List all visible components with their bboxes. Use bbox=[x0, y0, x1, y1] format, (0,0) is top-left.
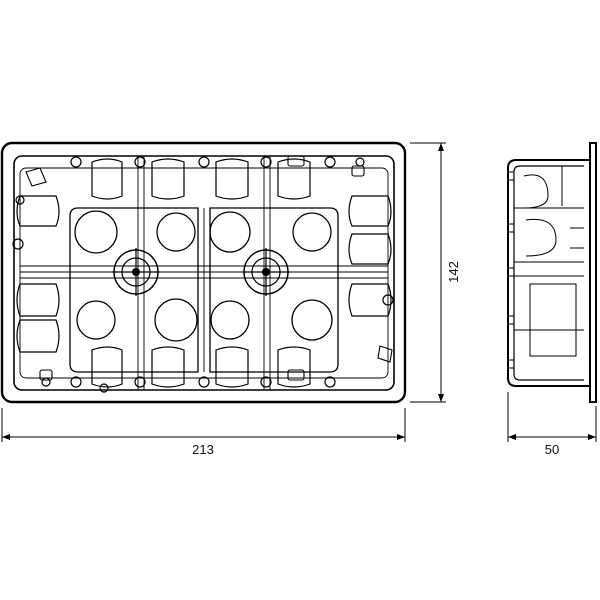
side-flange bbox=[589, 142, 597, 403]
side-internal-details bbox=[507, 166, 584, 369]
bolt-holes bbox=[12, 156, 394, 393]
front-view bbox=[0, 141, 407, 404]
knockout-circle bbox=[210, 300, 250, 340]
screw-boss-left bbox=[112, 248, 160, 296]
side-view bbox=[507, 142, 597, 403]
screw-boss-right bbox=[242, 248, 290, 296]
knockout-circle bbox=[76, 300, 116, 340]
dimension-width: 213 bbox=[1, 408, 406, 457]
knockout-circle bbox=[154, 298, 198, 342]
knockout-circle bbox=[74, 210, 118, 254]
outer-frame bbox=[0, 141, 407, 404]
knockout-circle bbox=[156, 212, 196, 252]
dimension-height: 142 bbox=[410, 142, 461, 403]
knockout-panel-right bbox=[209, 207, 339, 373]
knockout-circle bbox=[292, 212, 332, 252]
knockout-circle bbox=[291, 299, 333, 341]
side-box-body bbox=[507, 159, 590, 387]
inner-box-wall bbox=[13, 155, 395, 391]
knockout-panel-left bbox=[69, 207, 199, 373]
width-label: 213 bbox=[192, 442, 214, 457]
dimension-depth: 50 bbox=[507, 392, 597, 457]
depth-label: 50 bbox=[545, 442, 559, 457]
knockout-circles bbox=[74, 210, 333, 342]
knockout-circle bbox=[209, 211, 251, 253]
edge-knockouts bbox=[16, 158, 392, 388]
corner-clips bbox=[25, 155, 393, 381]
height-label: 142 bbox=[446, 261, 461, 283]
inner-ledge bbox=[19, 167, 389, 379]
